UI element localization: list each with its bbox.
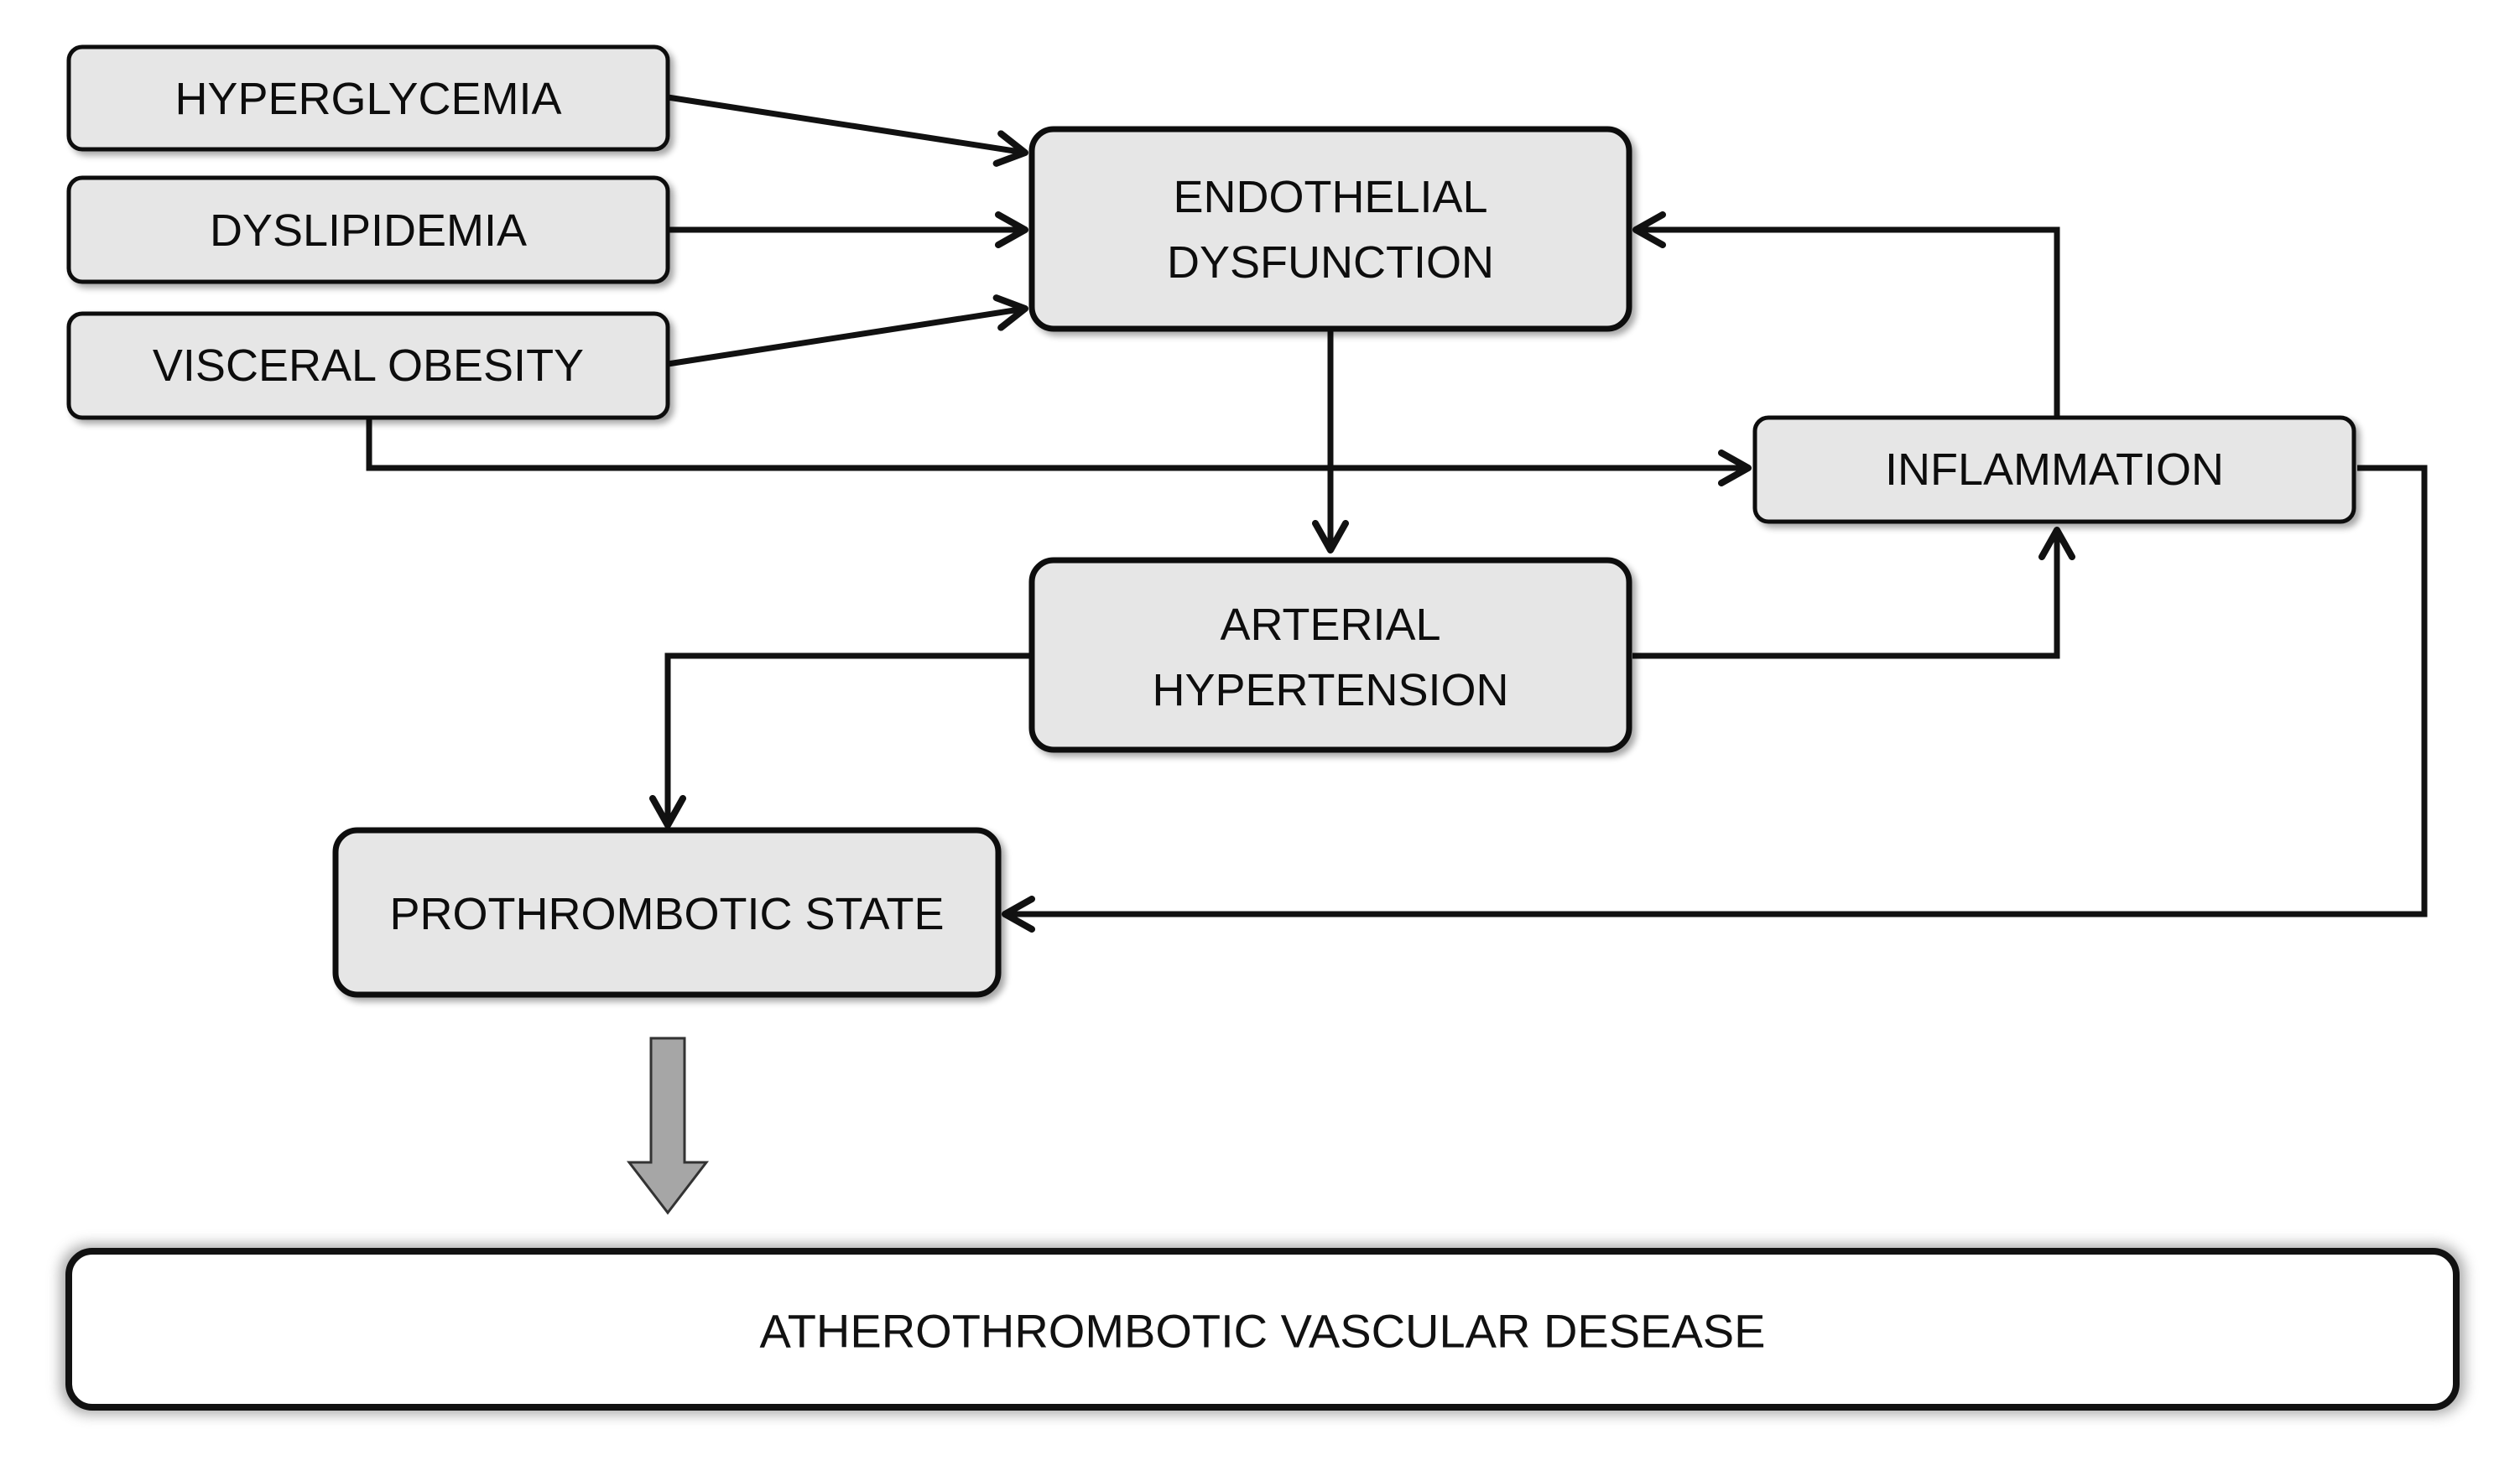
node-dyslipidemia-label: DYSLIPIDEMIA xyxy=(210,205,527,256)
node-prothrombotic-state: PROTHROMBOTIC STATE xyxy=(332,827,1002,998)
arrow-hypertension-to-prothrombotic xyxy=(649,652,1030,829)
node-arterial-hypertension: ARTERIAL HYPERTENSION xyxy=(1028,557,1632,753)
node-inflammation-label: INFLAMMATION xyxy=(1885,444,2224,495)
arrow-hyperglycemia-to-endothelial xyxy=(667,94,1028,167)
node-arterial-hypertension-line2: HYPERTENSION xyxy=(1152,665,1508,715)
block-arrow-down-icon xyxy=(626,1037,710,1215)
arrow-hypertension-to-inflammation xyxy=(1632,527,2075,659)
node-visceral-obesity: VISCERAL OBESITY xyxy=(66,311,670,420)
node-endothelial-dysfunction: ENDOTHELIAL DYSFUNCTION xyxy=(1028,126,1632,332)
node-endothelial-dysfunction-line2: DYSFUNCTION xyxy=(1167,237,1494,288)
node-endothelial-dysfunction-line1: ENDOTHELIAL xyxy=(1173,172,1487,222)
arrow-inflammation-to-endothelial xyxy=(1632,211,2060,416)
arrow-visceral-obesity-to-endothelial xyxy=(667,294,1028,367)
node-outcome: ATHEROTHROMBOTIC VASCULAR DESEASE xyxy=(60,1245,2465,1414)
node-visceral-obesity-label: VISCERAL OBESITY xyxy=(153,340,584,391)
node-dyslipidemia: DYSLIPIDEMIA xyxy=(66,175,670,284)
node-prothrombotic-state-label: PROTHROMBOTIC STATE xyxy=(390,889,945,939)
node-hyperglycemia-label: HYPERGLYCEMIA xyxy=(174,74,561,124)
arrow-visceral-obesity-to-inflammation xyxy=(366,419,1752,486)
connectors xyxy=(366,94,2428,933)
node-outcome-label: ATHEROTHROMBOTIC VASCULAR DESEASE xyxy=(760,1305,1766,1358)
node-hyperglycemia: HYPERGLYCEMIA xyxy=(66,44,670,152)
node-inflammation: INFLAMMATION xyxy=(1752,415,2356,524)
arrow-inflammation-to-prothrombotic xyxy=(1002,465,2428,933)
node-arterial-hypertension-line1: ARTERIAL xyxy=(1220,600,1440,650)
